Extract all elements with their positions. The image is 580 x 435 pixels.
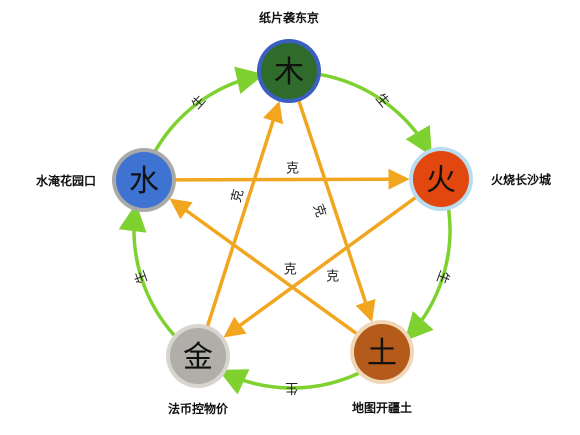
overcome-label-water-fire: 克 xyxy=(286,162,299,177)
node-wood-disc xyxy=(261,43,317,99)
generate-label-earth-metal: 生 xyxy=(285,380,298,395)
generate-arrow-metal-water xyxy=(118,203,176,337)
node-earth-label: 地图开疆土 xyxy=(352,400,412,415)
node-wood-label: 纸片袭东京 xyxy=(259,10,319,25)
node-water-disc xyxy=(116,152,172,208)
node-fire-disc xyxy=(413,151,469,207)
generate-label-fire-earth: 生 xyxy=(433,268,452,285)
node-metal-label: 法币控物价 xyxy=(168,401,229,416)
node-metal-disc xyxy=(170,328,226,384)
node-earth-glyph: 土 xyxy=(367,336,397,371)
node-fire-glyph: 火 xyxy=(426,163,456,198)
node-water-glyph: 水 xyxy=(129,164,159,199)
overcome-label-metal-wood: 克 xyxy=(229,188,247,204)
overcome-arrow-metal-wood xyxy=(205,101,284,328)
node-earth-disc xyxy=(354,324,410,380)
node-wood-glyph: 木 xyxy=(274,55,304,90)
generate-label-metal-water: 生 xyxy=(132,268,151,285)
overcome-arrow-fire-metal xyxy=(223,195,417,338)
generate-arrow-fire-earth xyxy=(404,209,452,342)
node-water-label: 水淹花园口 xyxy=(36,173,96,188)
node-metal-glyph: 金 xyxy=(183,340,213,375)
overcome-arrow-wood-earth xyxy=(297,99,376,323)
generate-arrow-water-wood xyxy=(153,66,265,152)
overcome-label-fire-metal: 克 xyxy=(326,269,339,284)
generate-arrow-earth-metal xyxy=(218,369,360,395)
overcome-arrow-earth-water xyxy=(169,198,358,336)
generate-arrow-wood-fire xyxy=(320,72,432,157)
node-fire-label: 火烧长沙城 xyxy=(491,172,551,187)
overcome-label-earth-water: 克 xyxy=(284,262,297,277)
overcome-arrow-water-fire xyxy=(174,168,410,190)
overcome-label-wood-earth: 克 xyxy=(310,202,328,219)
